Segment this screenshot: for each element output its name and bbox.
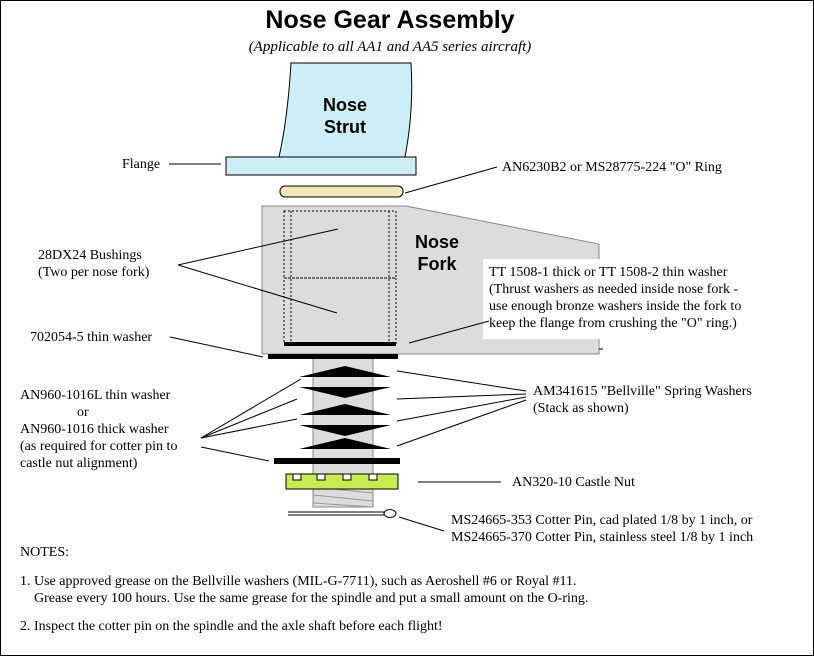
an960-washer [274, 458, 400, 464]
notes-heading: NOTES: [20, 545, 69, 560]
note-2: 2. Inspect the cotter pin on the spindle… [20, 619, 443, 634]
bushing-upper [283, 210, 397, 279]
thin-washer [268, 354, 398, 359]
nose-fork-label: Nose Fork [414, 232, 459, 274]
spring-washer-2 [299, 387, 391, 398]
spring-washer-3 [299, 404, 391, 415]
flange-label: Flange [122, 157, 161, 172]
o-ring-label: AN6230B2 or MS28775-224 "O" Ring [502, 160, 722, 175]
bushings-label: 28DX24 Bushings (Two per nose fork) [38, 248, 150, 280]
diagram-subtitle: (Applicable to all AA1 and AA5 series ai… [248, 39, 532, 55]
nose-strut-label: Nose Strut [322, 95, 367, 137]
spring-washer-4 [299, 425, 391, 436]
an960-label: AN960-1016L thin washer or AN960-1016 th… [20, 388, 178, 471]
diagram-title: Nose Gear Assembly [265, 6, 515, 34]
castle-nut-label: AN320-10 Castle Nut [512, 475, 635, 490]
cotter-pin-label: MS24665-353 Cotter Pin, cad plated 1/8 b… [451, 513, 754, 545]
leader-lines [169, 163, 527, 532]
spring-washer-5 [299, 438, 391, 449]
flange [225, 156, 417, 176]
cotter-pin [288, 509, 397, 518]
thrust-washer-label-box [483, 259, 755, 339]
o-ring [279, 185, 404, 198]
castle-nut [285, 473, 399, 490]
notes-section: NOTES: 1. Use approved grease on the Bel… [20, 544, 588, 635]
thrust-washer [284, 342, 396, 346]
note-1: 1. Use approved grease on the Bellville … [20, 574, 589, 606]
thin-washer-label: 702054-5 thin washer [30, 330, 153, 345]
bellville-label: AM341615 "Bellville" Spring Washers (Sta… [533, 384, 752, 416]
thrust-washer-label: TT 1508-1 thick or TT 1508-2 thin washer… [489, 265, 742, 331]
spring-washer-1 [299, 366, 391, 377]
